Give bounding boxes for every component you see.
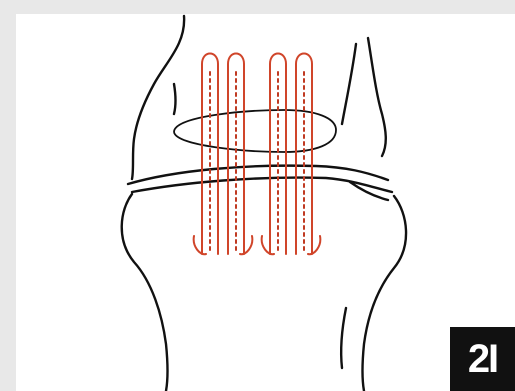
suture-loop-right <box>262 54 321 255</box>
knee-suture-diagram <box>16 14 515 391</box>
figure-panel: 2I <box>16 14 515 391</box>
tibia-outline <box>122 194 406 391</box>
figure-label: 2I <box>450 327 515 391</box>
suture-loop-left <box>194 54 253 255</box>
joint-line <box>128 166 392 200</box>
femur-outline <box>132 16 386 179</box>
